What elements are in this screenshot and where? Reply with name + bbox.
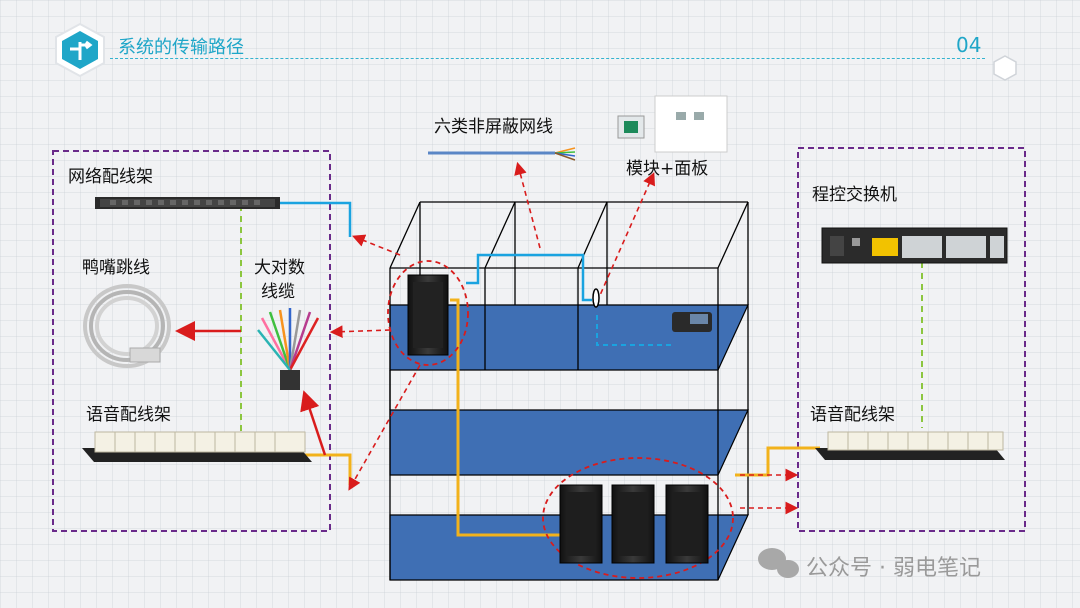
module-panel-image: [617, 95, 728, 153]
left-equipment-frame: [52, 150, 331, 532]
voice-patch-panel-left-label: 语音配线架: [86, 405, 171, 425]
duckbill-jumper-label: 鸭嘴跳线: [82, 258, 150, 278]
wall-outlet: [592, 288, 600, 308]
arrow-to-voice-panel: [348, 364, 421, 491]
backbone-voice-cable: [450, 298, 565, 537]
large-pair-cable-label-line2: 线缆: [261, 282, 295, 302]
floor-rack-cabinet: [407, 274, 449, 356]
cable-patch-to-building: [278, 201, 352, 237]
floor-2: [389, 409, 749, 476]
pbx-label: 程控交换机: [812, 185, 897, 205]
equipment-room-highlight: [542, 457, 734, 579]
right-equipment-frame: [797, 147, 1026, 532]
arrow-to-module: [596, 172, 655, 303]
large-pair-cable-label-line1: 大对数: [254, 258, 305, 278]
network-patch-panel-image: [95, 197, 280, 209]
cat6-cable-image: [428, 147, 576, 161]
large-pair-cable-image: [257, 308, 320, 390]
horizontal-cable: [466, 253, 592, 302]
arrow-to-large-pair-cable-end: [300, 390, 327, 456]
network-logo-icon: [55, 22, 105, 78]
duckbill-jumper-image: [83, 284, 171, 368]
arrow-to-large-pair-cable: [329, 325, 391, 339]
equipment-room-racks: [559, 484, 709, 564]
ip-phone-image: [672, 312, 712, 332]
voice-patch-panel-right-image: [815, 431, 1005, 460]
page-title: 系统的传输路径: [118, 37, 244, 58]
arrow-to-cat6: [514, 161, 541, 249]
module-panel-label: 模块+面板: [626, 159, 709, 179]
arrow-to-network-panel: [352, 234, 401, 256]
corner-hexagon-icon: [992, 55, 1018, 81]
cat6-utp-label: 六类非屏蔽网线: [434, 117, 553, 137]
header-divider: [110, 58, 985, 59]
network-patch-panel-label: 网络配线架: [68, 167, 153, 187]
voice-patch-panel-left-image: [82, 431, 312, 462]
voice-patch-panel-right-label: 语音配线架: [810, 405, 895, 425]
phone-patch-cable: [596, 315, 672, 346]
logo-badge: [52, 22, 108, 78]
floor-rack-highlight: [387, 260, 469, 366]
watermark-text: 公众号 · 弱电笔记: [806, 556, 981, 581]
voice-cable-left: [300, 453, 352, 485]
pbx-switch-image: [821, 227, 1008, 264]
wechat-icon: [758, 548, 799, 578]
building-outline: [389, 201, 749, 580]
page-number: 04: [956, 33, 982, 57]
